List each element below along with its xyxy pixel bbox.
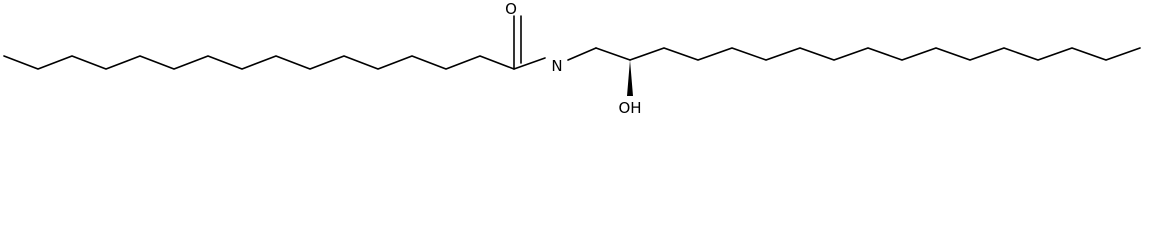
n-ch2-bond <box>567 47 597 61</box>
hydroxyl-label: OH <box>618 99 641 117</box>
ch2-chiral-bond <box>595 47 631 61</box>
amide-c-n-bond <box>513 57 546 70</box>
stereo-wedge-bond <box>627 60 633 96</box>
sphingoid-chain: OH <box>567 47 1141 117</box>
structure-drawing: O N OH <box>3 0 1141 117</box>
acyl-chain <box>3 55 515 70</box>
amide-group: O N <box>505 0 563 75</box>
alkyl-carbon-chain <box>629 47 1141 61</box>
acyl-carbon-chain <box>3 55 515 70</box>
carbonyl-oxygen-label: O <box>505 0 517 18</box>
amide-nitrogen-label: N <box>551 57 562 75</box>
